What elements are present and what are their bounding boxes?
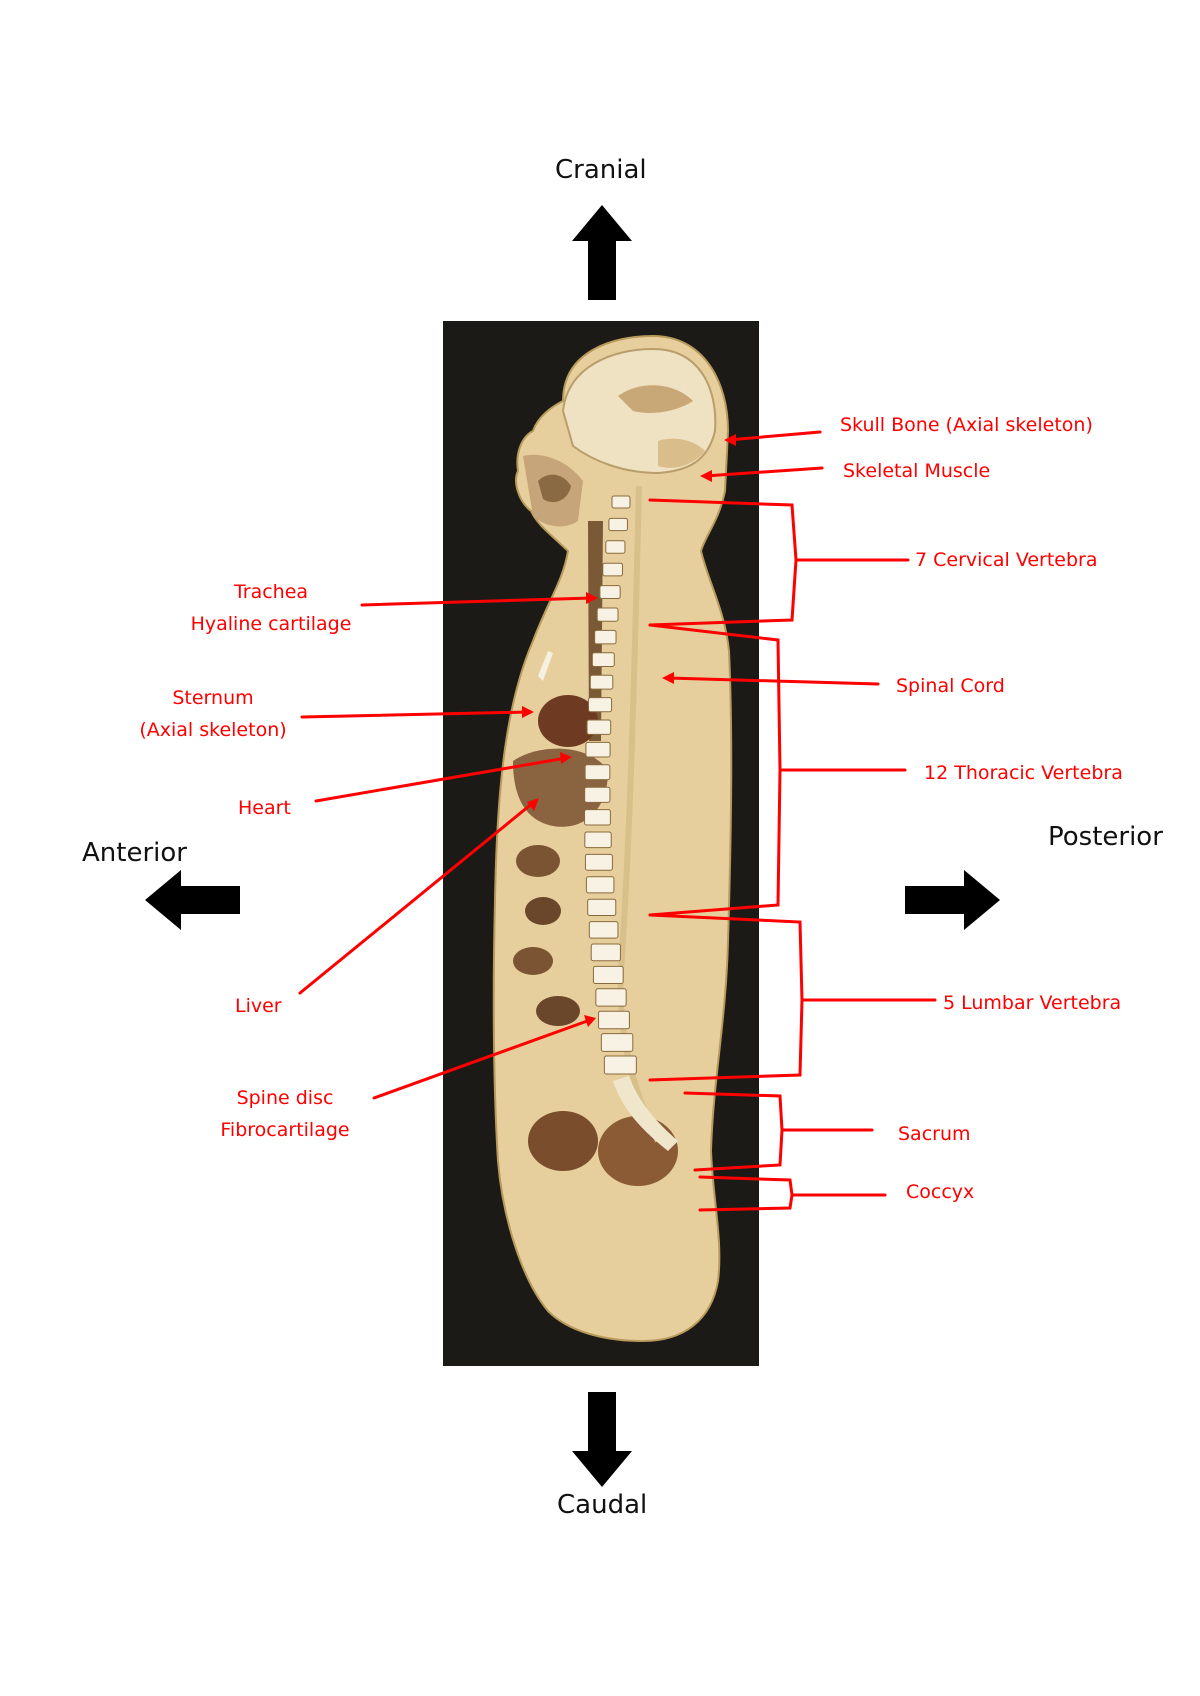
direction-label-posterior: Posterior — [1048, 822, 1163, 852]
vertebral-body — [585, 876, 615, 894]
vertebral-body — [588, 921, 619, 939]
vertebral-body — [602, 562, 623, 577]
vertebral-body — [584, 809, 611, 826]
direction-label-caudal: Caudal — [557, 1490, 648, 1520]
vertebral-body — [598, 1010, 630, 1030]
vertebral-body — [589, 674, 614, 690]
vertebral-body — [608, 517, 628, 532]
label-trachea-line1: Trachea — [233, 581, 309, 603]
vertebral-body — [599, 585, 621, 600]
label-spine-disc-line1: Spine disc — [236, 1087, 334, 1109]
vertebral-body — [600, 1033, 634, 1052]
vertebral-body — [584, 786, 611, 803]
label-heart: Heart — [238, 797, 291, 819]
sagittal-section-photo — [443, 321, 759, 1366]
label-coccyx: Coccyx — [906, 1181, 975, 1203]
vertebral-body — [611, 495, 631, 509]
label-sternum-line1: Sternum — [172, 687, 254, 709]
label-skeletal-muscle: Skeletal Muscle — [843, 460, 991, 482]
vertebral-body — [584, 831, 612, 849]
label-thoracic-vertebra: 12 Thoracic Vertebra — [924, 762, 1123, 784]
vertebral-body — [586, 719, 612, 735]
label-trachea-line2: Hyaline cartilage — [190, 613, 352, 635]
arrow-down-icon — [572, 1392, 632, 1487]
vertebral-body — [591, 652, 615, 667]
arrow-up-icon — [572, 205, 632, 300]
vertebral-body — [595, 988, 627, 1007]
direction-label-anterior: Anterior — [82, 838, 187, 868]
vertebral-body — [587, 898, 617, 917]
label-spinal-cord: Spinal Cord — [896, 675, 1005, 697]
vertebral-column — [584, 495, 678, 1151]
vertebral-body — [590, 943, 621, 962]
label-spine-disc-line2: Fibrocartilage — [220, 1119, 350, 1141]
vertebral-body — [594, 629, 617, 645]
arrow-left-icon — [145, 870, 240, 930]
arrow-right-icon — [905, 870, 1000, 930]
sacrum-bone — [613, 1076, 678, 1151]
label-sternum: Sternum (Axial skeleton) — [132, 682, 294, 746]
direction-label-cranial: Cranial — [555, 155, 647, 185]
label-cervical-vertebra: 7 Cervical Vertebra — [915, 549, 1098, 571]
vertebral-body — [588, 697, 613, 713]
vertebral-body — [592, 965, 624, 984]
vertebral-body — [603, 1055, 637, 1075]
label-trachea: Trachea Hyaline cartilage — [182, 576, 360, 640]
label-sternum-line2: (Axial skeleton) — [139, 719, 287, 741]
vertebral-body — [605, 540, 626, 554]
label-spine-disc: Spine disc Fibrocartilage — [210, 1082, 360, 1146]
label-sacrum: Sacrum — [898, 1123, 971, 1145]
vertebral-body — [596, 607, 619, 622]
label-liver: Liver — [235, 995, 282, 1017]
label-lumbar-vertebra: 5 Lumbar Vertebra — [943, 992, 1122, 1014]
vertebral-body — [584, 853, 613, 871]
vertebral-body — [585, 741, 611, 758]
vertebral-body — [584, 764, 611, 781]
label-skull-bone: Skull Bone (Axial skeleton) — [840, 414, 1093, 436]
